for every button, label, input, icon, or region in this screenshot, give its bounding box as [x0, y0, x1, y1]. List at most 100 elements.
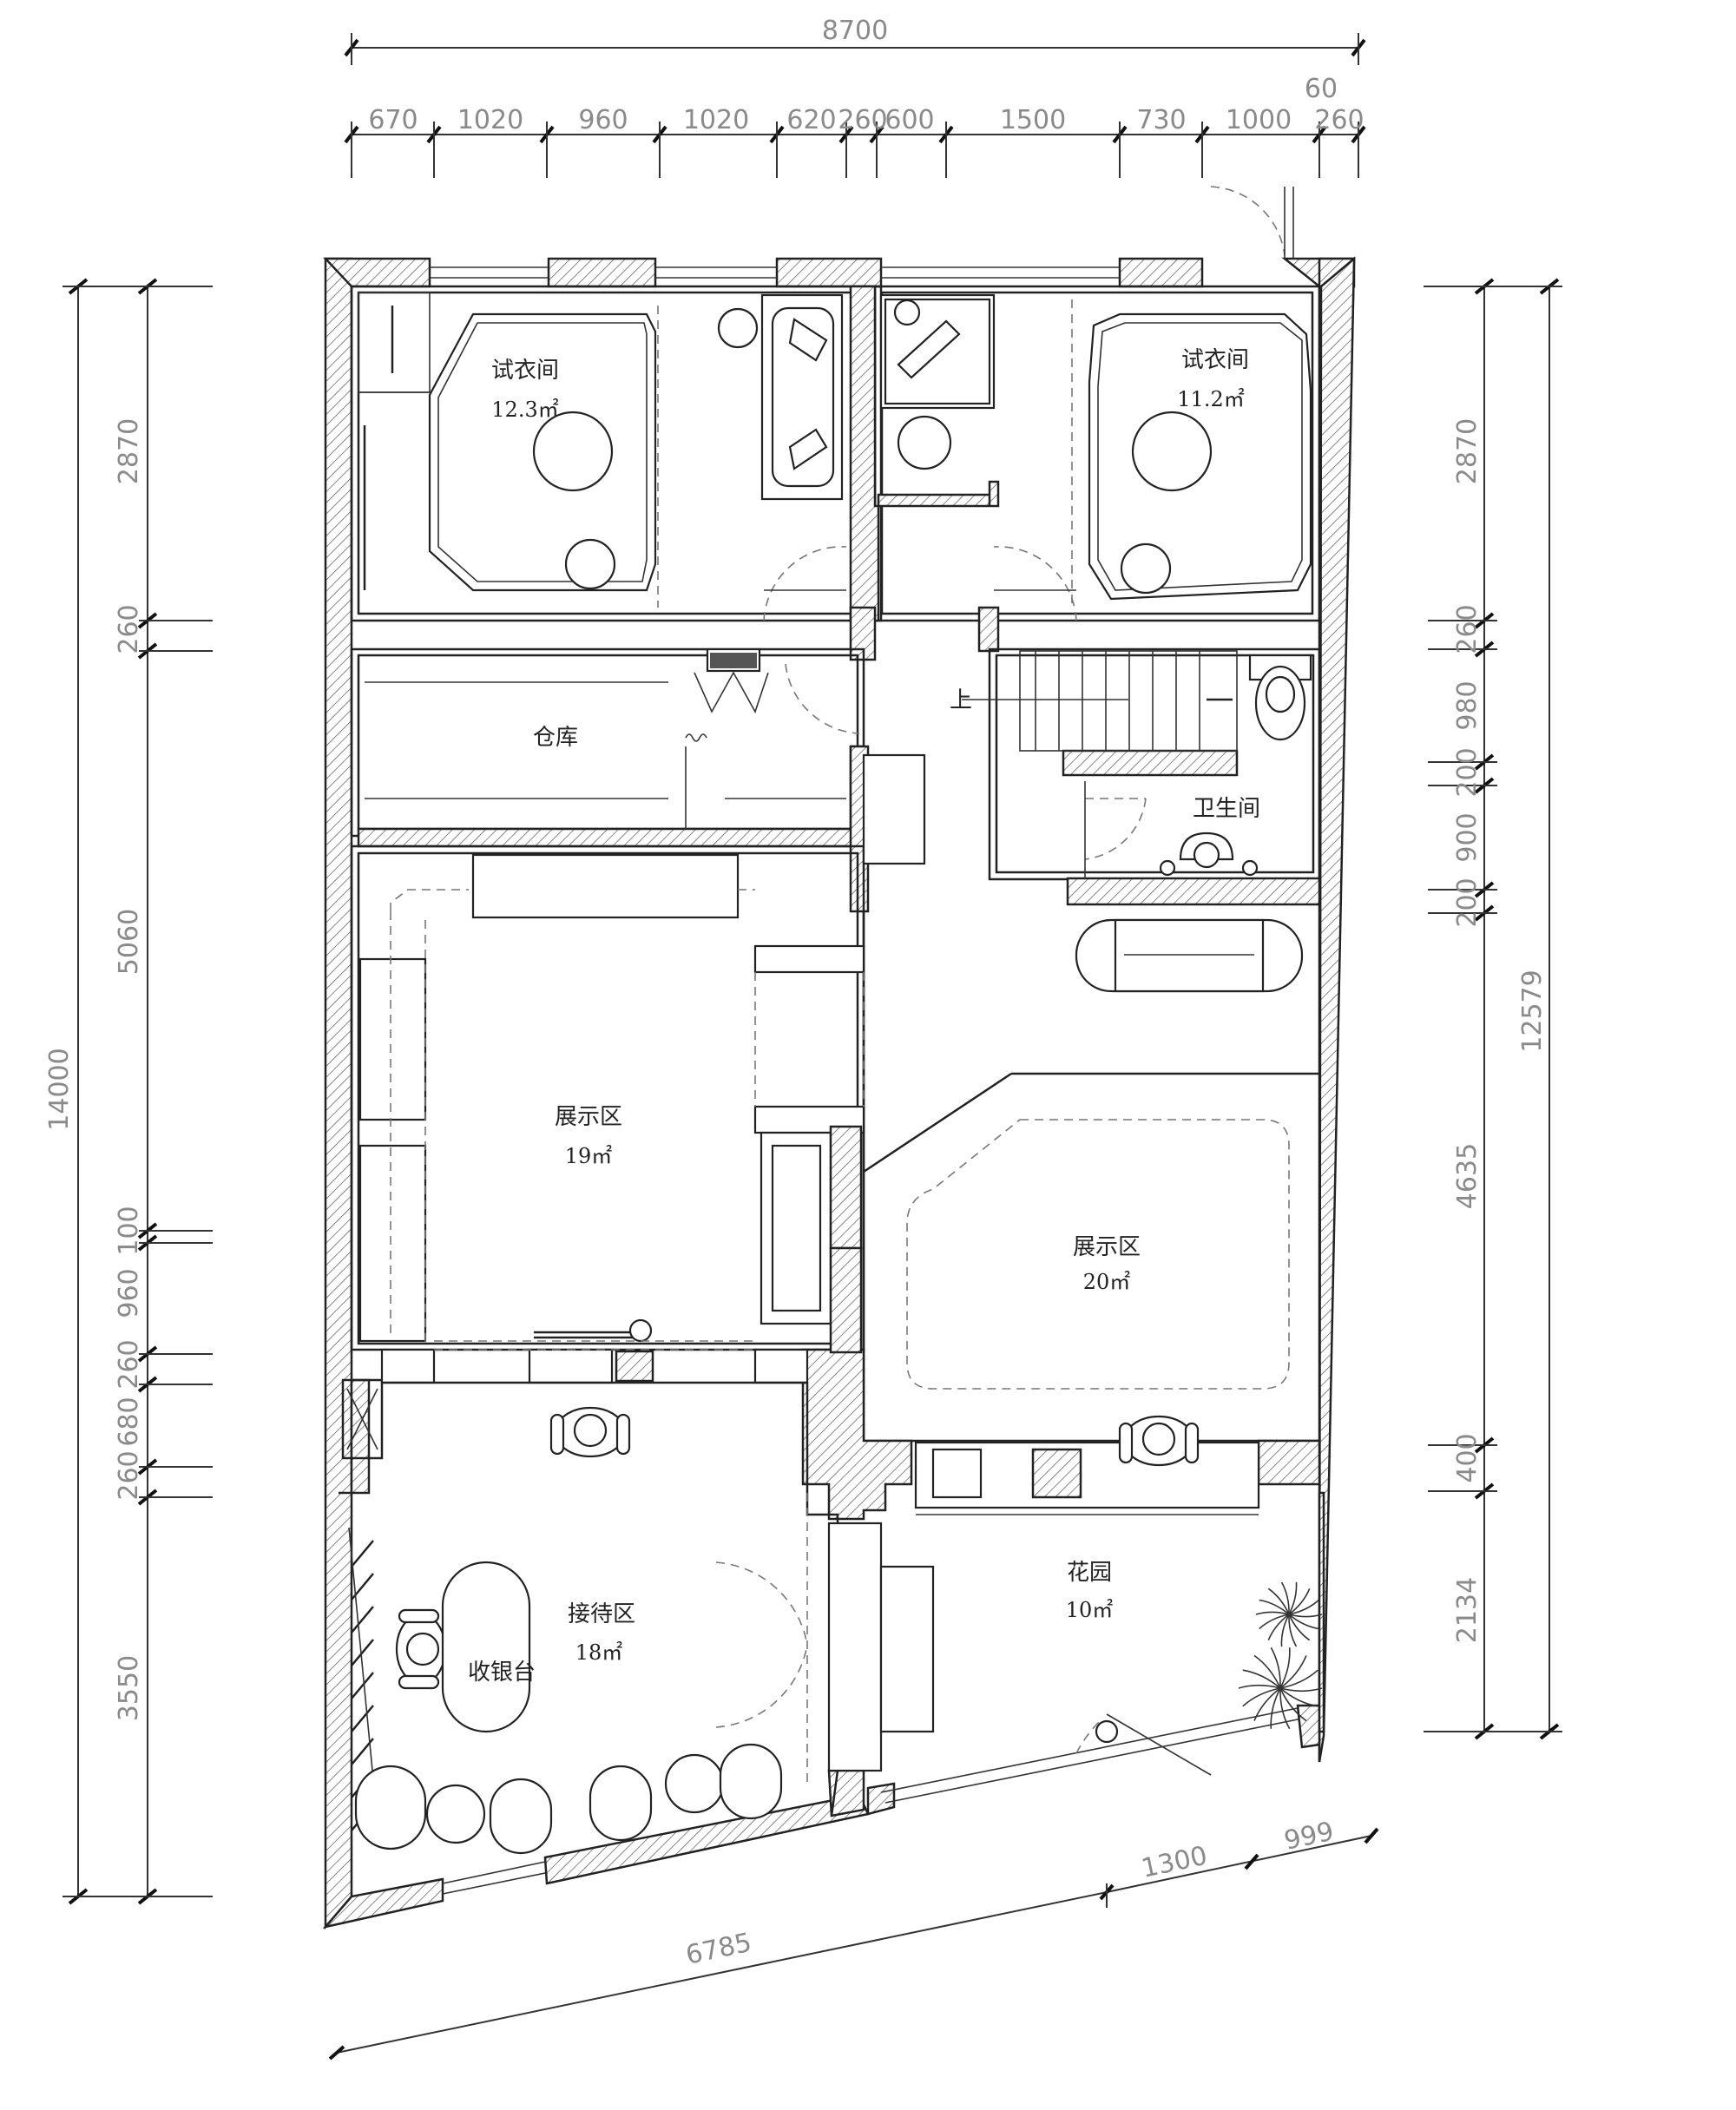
garden-area: 10㎡ [1066, 1598, 1114, 1622]
display-left-furniture [358, 853, 865, 1354]
display-right-area: 20㎡ [1083, 1270, 1131, 1294]
top-segment-5: 620 [786, 105, 836, 135]
top-segment-10: 1000 [1226, 105, 1292, 135]
top-segment-8: 1500 [1000, 105, 1066, 135]
right-segment-9: 2134 [1452, 1577, 1483, 1643]
plant-leaf [1253, 1687, 1281, 1721]
plant-icon [1238, 1647, 1323, 1730]
hanger-line [351, 1540, 374, 1568]
plant-leaf [1270, 1687, 1281, 1729]
plant-leaf [1279, 1687, 1318, 1707]
hanger-line [351, 1639, 374, 1666]
display-right-furniture [906, 918, 1304, 1515]
top-total-dimension: 8700 [822, 16, 888, 46]
plant-leaf [1267, 1587, 1290, 1615]
left-segment-3: 5060 [114, 909, 144, 975]
top-segment-2: 1020 [457, 105, 523, 135]
bottom-right-dimension-1: 1300 [1139, 1841, 1210, 1884]
rack-rail [348, 1527, 374, 1780]
right-segment-4: 200 [1452, 747, 1483, 797]
right-total-dimension: 12579 [1517, 970, 1548, 1052]
left-segment-2: 260 [114, 604, 144, 654]
plant-leaf [1279, 1687, 1307, 1722]
right-segment-6: 200 [1452, 878, 1483, 927]
top-dimensions: 8700 670 1020 960 1020 620 260 600 1500 … [344, 16, 1366, 178]
left-segment-4: 100 [114, 1206, 144, 1255]
left-total-dimension: 14000 [44, 1048, 75, 1130]
interior-walls [341, 285, 1325, 1817]
top-extra-dimension: 60 [1305, 74, 1338, 104]
bottom-right-dimension-2: 999 [1281, 1817, 1336, 1857]
right-segment-2: 260 [1452, 604, 1483, 654]
plant-leaf [1242, 1669, 1281, 1689]
left-segment-1: 2870 [114, 418, 144, 484]
stair-and-restroom [962, 650, 1312, 878]
plant-leaf [1288, 1614, 1323, 1618]
plant-leaf [1279, 1687, 1291, 1730]
plant-leaf [1288, 1581, 1298, 1615]
top-segment-9: 730 [1136, 105, 1186, 135]
plant-leaf [1253, 1654, 1281, 1689]
plant-leaf [1279, 1687, 1323, 1693]
people-figures [395, 1406, 1200, 1690]
plant-leaf [1288, 1614, 1311, 1641]
plant-leaf [1280, 1581, 1290, 1615]
plant-leaf [1288, 1614, 1319, 1630]
plant-leaf [1288, 1587, 1311, 1615]
plant-icon [1255, 1581, 1323, 1647]
left-dimensions: 14000 2870 260 5060 100 960 260 680 260 … [44, 278, 213, 1905]
plant-leaf [1267, 1614, 1290, 1641]
top-segment-4: 1020 [683, 105, 749, 135]
fitting-room-left-furniture [358, 292, 844, 608]
hanger-line [351, 1672, 374, 1699]
bottom-dimensions: 6785 1300 999 [328, 1817, 1379, 2061]
cashier-label: 收银台 [468, 1660, 536, 1686]
top-segment-1: 670 [368, 105, 418, 135]
doors [715, 186, 1294, 1788]
display-left-label: 展示区 [555, 1104, 622, 1130]
left-segment-6: 260 [114, 1339, 144, 1389]
plant-leaf [1259, 1599, 1290, 1615]
restroom-label: 卫生间 [1193, 796, 1260, 822]
left-segment-8: 260 [114, 1450, 144, 1500]
plant-leaf [1280, 1614, 1290, 1647]
outer-walls [322, 256, 1356, 1930]
reception-furniture [339, 1491, 783, 1855]
fitting-room-right-label: 试衣间 [1181, 347, 1249, 373]
plant-leaf [1259, 1614, 1290, 1630]
reception-label: 接待区 [568, 1601, 635, 1627]
room-labels: 试衣间 12.3㎡ 试衣间 11.2㎡ 仓库 上 卫生间 展示区 19㎡ 展示区… [468, 347, 1260, 1686]
top-segment-3: 960 [578, 105, 628, 135]
right-segment-1: 2870 [1452, 418, 1483, 484]
fitting-room-right-area: 11.2㎡ [1177, 387, 1244, 411]
top-segment-7: 600 [884, 105, 934, 135]
reception-area: 18㎡ [575, 1640, 623, 1665]
storage-label: 仓库 [533, 725, 578, 751]
left-segment-5: 960 [114, 1268, 144, 1318]
top-segment-11: 260 [1314, 105, 1364, 135]
right-segment-8: 400 [1452, 1433, 1483, 1482]
plant-leaf [1279, 1655, 1307, 1689]
right-dimensions: 12579 2870 260 980 200 900 200 4635 400 … [1424, 278, 1562, 1740]
hanger-line [351, 1606, 374, 1633]
plant-leaf [1242, 1687, 1281, 1707]
hanger-line [351, 1705, 374, 1732]
bottom-main-dimension: 6785 [683, 1928, 754, 1971]
plant-leaf [1279, 1669, 1318, 1689]
plant-leaf [1288, 1599, 1319, 1615]
left-segment-9: 3550 [114, 1655, 144, 1721]
fitting-room-left-label: 试衣间 [491, 358, 559, 384]
fitting-room-left-area: 12.3㎡ [491, 398, 558, 422]
plant-leaf [1279, 1647, 1291, 1689]
display-left-area: 19㎡ [565, 1144, 613, 1168]
garden-features [827, 1522, 1323, 1772]
garden-label: 花园 [1067, 1560, 1112, 1586]
plant-leaf [1238, 1684, 1281, 1689]
display-right-label: 展示区 [1073, 1234, 1141, 1260]
plant-leaf [1288, 1614, 1298, 1647]
storage-furniture [365, 647, 926, 865]
plant-leaf [1255, 1611, 1290, 1615]
fitting-room-right-furniture [879, 293, 1312, 608]
plant-leaf [1270, 1647, 1281, 1689]
